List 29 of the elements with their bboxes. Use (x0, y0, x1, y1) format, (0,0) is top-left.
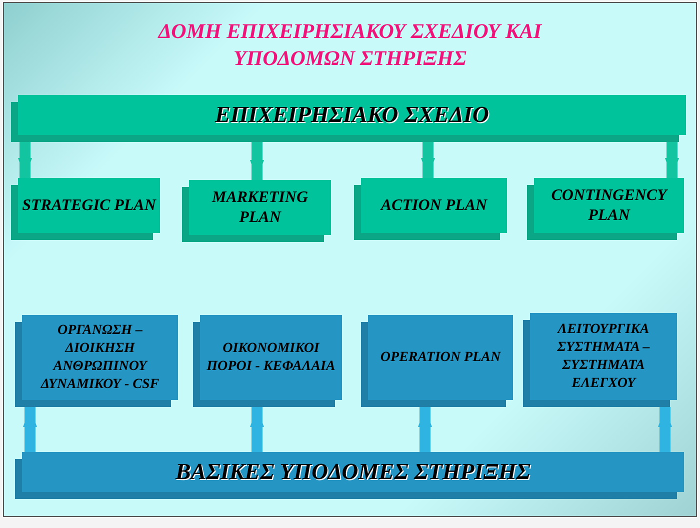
block-arrow (418, 407, 432, 452)
block-arrow (23, 407, 37, 452)
banner-bar (22, 452, 684, 492)
title: ΔΟΜΗ ΕΠΙΧΕΙΡΗΣΙΑΚΟΥ ΣΧΕΔΙΟΥ ΚΑΙ ΥΠΟΔΟΜΩΝ ΣΤΗΡΙΞΗΣ (156, 18, 543, 72)
banner-label: ΒΑΣΙΚΕΣ ΥΠΟΔΟΜΕΣ ΣΤΗΡΙΞΗΣ (175, 459, 531, 485)
block-arrow (421, 142, 435, 178)
plan-block (534, 178, 684, 233)
plan-block (200, 315, 342, 400)
plan-block (22, 315, 178, 400)
plan-block (18, 178, 160, 233)
plan-block (189, 180, 331, 235)
block-label: ΟΙΚΟΝΟΜΙΚΟΙ ΠΟΡΟΙ - ΚΕΦΑΛΑΙΑ (206, 340, 336, 376)
block-arrow (18, 142, 32, 178)
block-label: ΛΕΙΤΟΥΡΓΙΚΑ ΣΥΣΤΗΜΑΤΑ – ΣΥΣΤΗΜΑΤΑ ΕΛΕΓΧΟΥ (556, 320, 651, 392)
banner-label: ΕΠΙΧΕΙΡΗΣΙΑΚΟ ΣΧΕΔΙΟ (215, 102, 489, 128)
plan-block (361, 178, 507, 233)
block-arrow (665, 142, 679, 178)
block-label: OPERATION PLAN (380, 348, 501, 366)
block-label: MARKETING PLAN (210, 188, 310, 228)
plan-block (530, 313, 677, 400)
banner-bar (18, 95, 686, 135)
block-label: STRATEGIC PLAN (22, 196, 156, 216)
block-label: ΟΡΓΑΝΩΣΗ – ΔΙΟΙΚΗΣΗ ΑΝΘΡΩΠΙΝΟΥ ΔΥΝΑΜΙΚΟΥ - CSF (40, 322, 160, 394)
block-label: CONTINGENCY PLAN (550, 186, 669, 226)
block-arrow (658, 407, 672, 452)
block-label: ACTION PLAN (380, 196, 488, 216)
plan-block (368, 315, 513, 400)
block-arrow (250, 142, 264, 180)
block-arrow (250, 407, 264, 452)
